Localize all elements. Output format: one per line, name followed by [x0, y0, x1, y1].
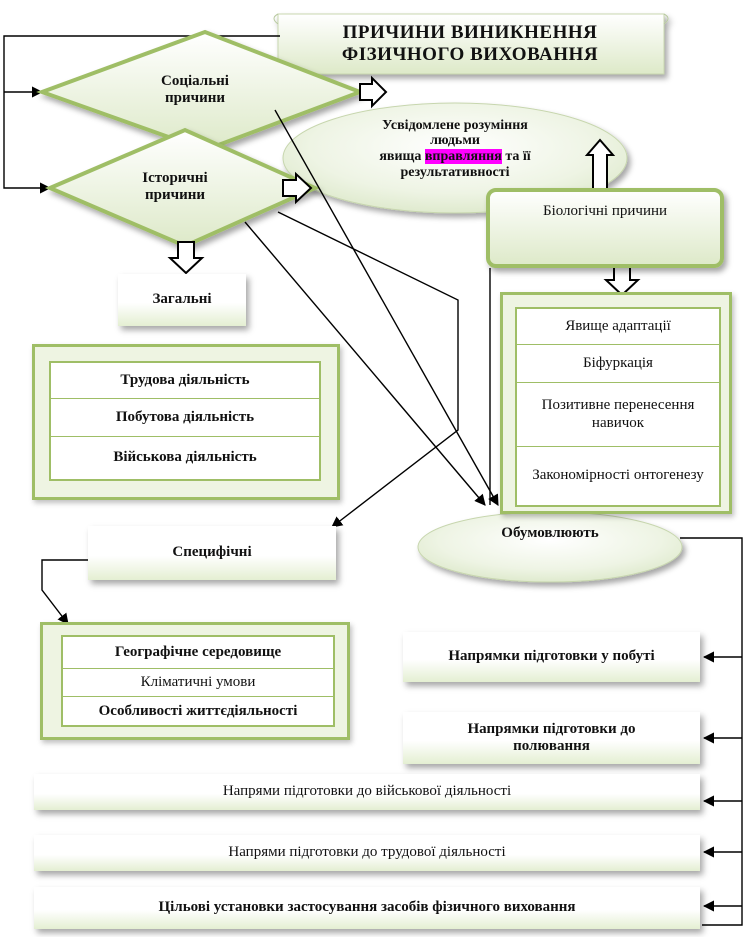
specific-items-frame: Географічне середовище Кліматичні умови …: [40, 622, 350, 740]
outcome-military: Напрями підготовки до військової діяльно…: [34, 774, 700, 810]
outcome-labor: Напрями підготовки до трудової діяльност…: [34, 835, 700, 871]
condition-label: Обумовлюють: [501, 525, 599, 542]
specific-box: Специфічні: [88, 526, 336, 580]
biological-item-bifurcation: Біфуркація: [517, 345, 719, 383]
biological-box: [486, 188, 724, 268]
awareness-line-3: явища вправляння та її: [379, 149, 531, 165]
general-item-military: Військова діяльність: [113, 449, 257, 466]
awareness-line-1: Усвідомлене розуміння: [382, 117, 528, 133]
title-line-2: ФІЗИЧНОГО ВИХОВАННЯ: [341, 44, 599, 65]
outcome-household: Напрямки підготовки у побуті: [403, 632, 700, 682]
general-items-frame: Трудова діяльність Побутова діяльність В…: [32, 344, 340, 500]
title-banner: [273, 13, 669, 75]
outcome-target-settings: Цільові установки застосування засобів ф…: [34, 887, 700, 929]
social-causes-label: Соціальні причини: [161, 72, 229, 106]
specific-item-lifestyle: Особливості життєдіяльності: [98, 703, 298, 720]
awareness-line-2: людьми: [430, 133, 480, 149]
biological-items-list: Явище адаптації Біфуркація Позитивне пер…: [515, 307, 721, 507]
diagram-title: ПРИЧИНИ ВИНИКНЕННЯ ФІЗИЧНОГО ВИХОВАННЯ: [290, 16, 650, 72]
biological-item-adaptation: Явище адаптації: [517, 309, 719, 345]
highlighted-word: вправляння: [424, 149, 502, 164]
historical-diamond: [44, 127, 320, 249]
general-item-labor: Трудова діяльність: [51, 363, 319, 399]
awareness-line-4: результативності: [400, 164, 510, 180]
historical-causes-label: Історичні причини: [142, 169, 208, 203]
biological-items-frame: Явище адаптації Біфуркація Позитивне пер…: [500, 292, 732, 514]
outcome-hunting: Напрямки підготовки до полювання: [403, 712, 700, 764]
general-box: Загальні: [118, 274, 246, 326]
awareness-line-3-before: явища: [379, 149, 425, 164]
feedback-loop: [3, 35, 280, 194]
awareness-label: Усвідомлене розуміння людьми явища вправ…: [320, 108, 590, 190]
biological-causes-label: Біологічні причини: [542, 203, 668, 220]
block-arrows: [167, 75, 641, 297]
general-items-list: Трудова діяльність Побутова діяльність В…: [49, 361, 321, 481]
awareness-line-3-after: та її: [501, 149, 531, 164]
title-line-1: ПРИЧИНИ ВИНИКНЕННЯ: [342, 22, 598, 44]
specific-item-climate: Кліматичні умови: [63, 669, 333, 697]
specific-item-geography: Географічне середовище: [63, 637, 333, 669]
connectors: [41, 109, 743, 926]
general-item-household: Побутова діяльність: [51, 399, 319, 437]
biological-item-skill-transfer: Позитивне перенесення навичок: [517, 383, 719, 447]
biological-item-ontogenesis: Закономірності онтогенезу: [532, 467, 704, 484]
specific-items-list: Географічне середовище Кліматичні умови …: [61, 635, 335, 727]
